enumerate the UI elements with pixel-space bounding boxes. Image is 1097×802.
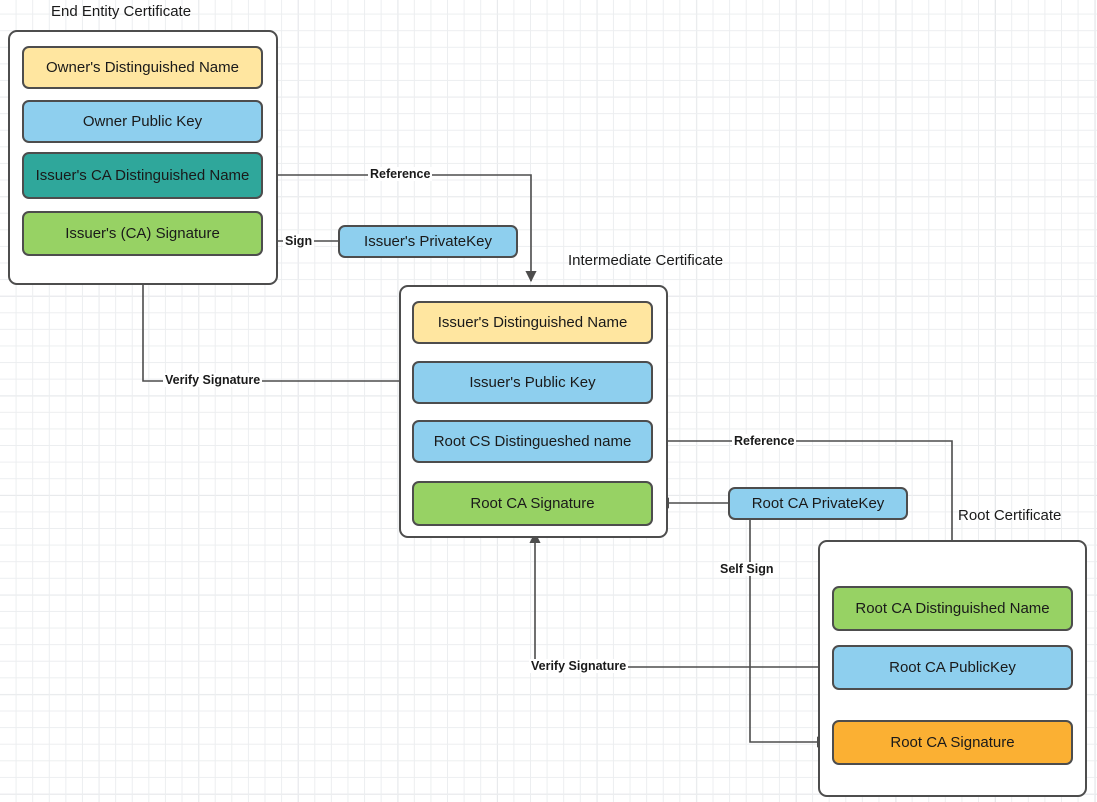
edge-label-reference-1: Reference (368, 167, 433, 181)
field-issuers-distinguished-name[interactable]: Issuer's Distinguished Name (412, 301, 653, 344)
field-root-ca-distinguished-name[interactable]: Root CA Distinguished Name (832, 586, 1073, 631)
edge-label-self-sign: Self Sign (718, 562, 776, 576)
field-root-cs-distingueshed-name[interactable]: Root CS Distingueshed name (412, 420, 653, 463)
field-intermediate-root-ca-signature[interactable]: Root CA Signature (412, 481, 653, 526)
end-entity-certificate-title: End Entity Certificate (51, 3, 192, 20)
edge-label-reference-2: Reference (732, 434, 797, 448)
edge-self-sign (749, 520, 829, 748)
field-root-ca-signature[interactable]: Root CA Signature (832, 720, 1073, 765)
field-issuers-public-key[interactable]: Issuer's Public Key (412, 361, 653, 404)
key-root-ca-privatekey[interactable]: Root CA PrivateKey (728, 487, 908, 520)
edge-label-verify-signature-2: Verify Signature (529, 659, 629, 673)
key-issuers-privatekey[interactable]: Issuer's PrivateKey (338, 225, 518, 258)
field-root-ca-publickey[interactable]: Root CA PublicKey (832, 645, 1073, 690)
edge-verify-signature-2 (529, 531, 832, 668)
edge-label-sign: Sign (283, 234, 315, 248)
field-owner-distinguished-name[interactable]: Owner's Distinguished Name (22, 46, 263, 89)
field-issuer-ca-distinguished-name[interactable]: Issuer's CA Distinguished Name (22, 152, 263, 199)
field-issuer-ca-signature[interactable]: Issuer's (CA) Signature (22, 211, 263, 256)
field-owner-public-key[interactable]: Owner Public Key (22, 100, 263, 143)
root-certificate-title: Root Certificate (958, 507, 1062, 524)
edge-label-verify-signature-1: Verify Signature (163, 373, 263, 387)
intermediate-certificate-title: Intermediate Certificate (568, 252, 724, 269)
